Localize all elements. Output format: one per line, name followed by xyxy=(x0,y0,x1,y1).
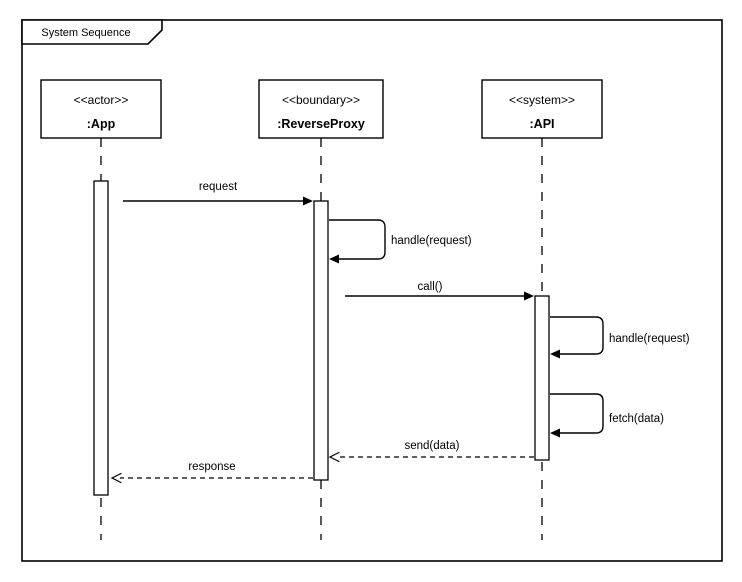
message-call[interactable]: call() xyxy=(345,281,534,301)
message-request[interactable]: request xyxy=(123,181,313,206)
arrowhead-filled xyxy=(524,291,534,301)
message-label: handle(request) xyxy=(609,333,690,345)
lifeline-header-box-app[interactable] xyxy=(40,79,162,139)
message-response[interactable]: response xyxy=(110,461,313,484)
lifeline-name-app: :App xyxy=(87,117,116,131)
message-label: handle(request) xyxy=(391,235,472,247)
lifeline-name-reverseproxy: :ReverseProxy xyxy=(277,117,365,131)
lifeline-app[interactable]: <<actor>> :App xyxy=(40,79,162,540)
arrowhead-filled xyxy=(550,428,560,438)
arrowhead-open xyxy=(328,451,340,463)
self-message-path xyxy=(329,219,386,260)
self-message-path xyxy=(550,393,604,434)
lifeline-header-box-api[interactable] xyxy=(481,79,603,139)
message-label: send(data) xyxy=(405,440,460,452)
lifeline-api[interactable]: <<system>> :API xyxy=(481,79,603,540)
arrowhead-filled xyxy=(550,349,560,359)
frame-tab-label: System Sequence xyxy=(41,27,130,39)
arrowhead-filled xyxy=(303,196,313,206)
activation-bar-app[interactable] xyxy=(93,180,109,496)
lifeline-stereotype-api: <<system>> xyxy=(509,93,575,107)
message-handle-request-api[interactable]: handle(request) xyxy=(550,316,690,359)
activation-bar-reverseproxy[interactable] xyxy=(313,200,329,481)
arrowhead-filled xyxy=(329,254,339,264)
lifeline-reverseproxy[interactable]: <<boundary>> :ReverseProxy xyxy=(258,79,384,540)
lifeline-name-api: :API xyxy=(530,117,555,131)
lifelines-layer: <<actor>>:App<<boundary>>:ReverseProxy<<… xyxy=(40,79,603,540)
frame-border xyxy=(21,19,723,562)
lifeline-stereotype-app: <<actor>> xyxy=(74,93,129,107)
lifeline-stereotype-reverseproxy: <<boundary>> xyxy=(282,93,360,107)
message-label: fetch(data) xyxy=(609,413,664,425)
message-send-data[interactable]: send(data) xyxy=(328,440,534,463)
self-message-path xyxy=(550,316,604,355)
arrowhead-open xyxy=(110,472,122,484)
lifeline-header-box-reverseproxy[interactable] xyxy=(258,79,384,139)
frame-tab xyxy=(21,19,163,45)
message-fetch-data[interactable]: fetch(data) xyxy=(550,393,664,438)
activation-bar-api[interactable] xyxy=(534,295,550,461)
message-label: request xyxy=(199,181,238,193)
messages-layer: request handle(request) call() handle(reque… xyxy=(110,181,690,484)
message-handle-request-proxy[interactable]: handle(request) xyxy=(329,219,472,264)
diagram-frame: System Sequence xyxy=(21,19,723,562)
message-label: call() xyxy=(418,281,443,293)
message-label: response xyxy=(188,461,235,473)
